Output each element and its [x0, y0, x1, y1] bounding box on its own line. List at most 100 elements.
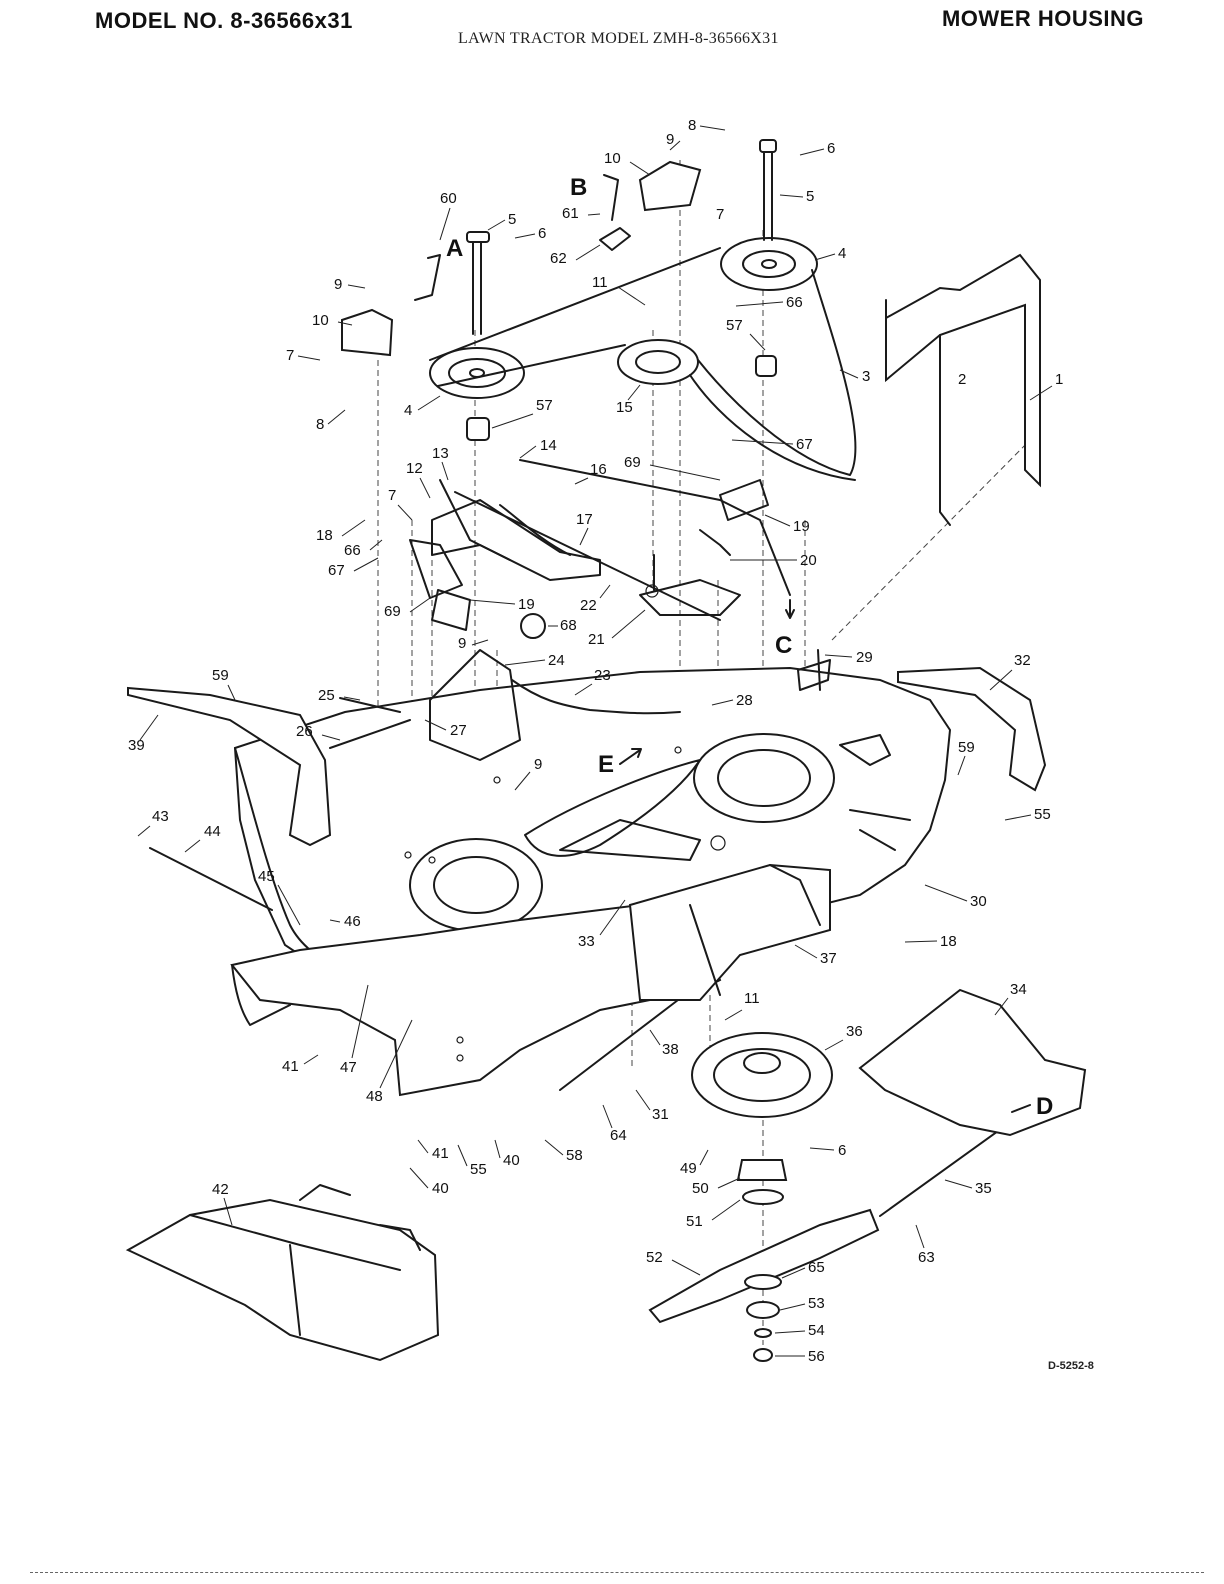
callout-66b: 66	[344, 539, 383, 559]
svg-text:66: 66	[344, 542, 361, 559]
part-callouts: 1 2 3 4 4 5 5 6 6 6 7 7 7 8 8 9 9 9 9 10…	[128, 117, 1063, 1365]
svg-text:55: 55	[470, 1161, 487, 1178]
svg-text:18: 18	[316, 527, 333, 544]
svg-text:41: 41	[282, 1058, 299, 1075]
ref-letter-a: A	[446, 235, 463, 262]
callout-18b: 18	[904, 933, 957, 950]
svg-text:20: 20	[800, 552, 817, 569]
callout-25: 25	[318, 687, 361, 704]
callout-55b: 55	[457, 1144, 487, 1178]
svg-text:42: 42	[212, 1181, 229, 1198]
callout-31: 31	[635, 1089, 669, 1123]
callout-57a: 57	[726, 317, 766, 351]
svg-text:65: 65	[808, 1259, 825, 1276]
discharge-chute	[125, 1184, 440, 1362]
svg-text:58: 58	[566, 1147, 583, 1164]
callout-34: 34	[994, 981, 1027, 1016]
svg-text:40: 40	[432, 1180, 449, 1197]
pivot-pins-and-brackets	[341, 160, 831, 691]
svg-text:29: 29	[856, 649, 873, 666]
svg-text:55: 55	[1034, 806, 1051, 823]
callout-26: 26	[296, 723, 341, 741]
callout-19a: 19	[764, 514, 810, 535]
callout-11a: 11	[592, 274, 646, 306]
callout-52: 52	[646, 1249, 701, 1276]
reference-letters: A B C D E	[446, 174, 1053, 1120]
svg-text:11: 11	[592, 274, 608, 291]
callout-57b: 57	[491, 397, 553, 429]
svg-text:7: 7	[286, 347, 294, 364]
svg-text:31: 31	[652, 1106, 669, 1123]
callout-68: 68	[548, 617, 577, 634]
callout-40b: 40	[409, 1167, 449, 1197]
svg-text:4: 4	[404, 402, 412, 419]
svg-text:39: 39	[128, 737, 145, 754]
svg-text:15: 15	[616, 399, 633, 416]
callout-20: 20	[730, 552, 817, 569]
svg-text:68: 68	[560, 617, 577, 634]
svg-text:48: 48	[366, 1088, 383, 1105]
callout-40a: 40	[494, 1139, 520, 1169]
svg-text:46: 46	[344, 913, 361, 930]
callout-47: 47	[340, 984, 369, 1076]
callout-24: 24	[504, 652, 565, 669]
svg-text:34: 34	[1010, 981, 1027, 998]
callout-49: 49	[680, 1149, 709, 1177]
idler-and-linkage	[329, 459, 791, 761]
svg-text:19: 19	[518, 596, 535, 613]
svg-text:56: 56	[808, 1348, 825, 1365]
svg-text:5: 5	[806, 188, 814, 205]
callout-19b: 19	[469, 596, 535, 613]
svg-text:67: 67	[328, 562, 345, 579]
callout-9c: 9	[458, 635, 489, 652]
callout-53: 53	[779, 1295, 825, 1312]
callout-21: 21	[588, 609, 646, 648]
diagram-code: D-5252-8	[1048, 1360, 1094, 1372]
callout-67b: 67	[328, 557, 379, 579]
callout-10b: 10	[312, 312, 353, 329]
svg-text:22: 22	[580, 597, 597, 614]
callout-29: 29	[824, 649, 873, 666]
svg-text:9: 9	[334, 276, 342, 293]
svg-text:30: 30	[970, 893, 987, 910]
callout-9d: 9	[514, 756, 542, 791]
svg-text:32: 32	[1014, 652, 1031, 669]
callout-33: 33	[578, 899, 626, 950]
svg-text:24: 24	[548, 652, 565, 669]
callout-5b: 5	[779, 188, 814, 205]
callout-38: 38	[649, 1029, 679, 1058]
svg-text:33: 33	[578, 933, 595, 950]
callout-6c: 6	[809, 1142, 846, 1159]
callout-18a: 18	[316, 519, 366, 544]
callout-5a: 5	[487, 211, 516, 231]
callout-7b: 7	[286, 347, 321, 364]
svg-text:45: 45	[258, 868, 275, 885]
front-mount-bracket	[628, 863, 831, 1001]
svg-text:10: 10	[604, 150, 621, 167]
svg-text:14: 14	[540, 437, 557, 454]
callout-8b: 8	[316, 409, 346, 433]
callout-17: 17	[576, 511, 593, 546]
callout-39: 39	[128, 714, 159, 754]
callout-22: 22	[580, 584, 611, 614]
svg-text:41: 41	[432, 1145, 449, 1162]
belt-guards	[885, 253, 1041, 526]
callout-2: 2	[958, 371, 966, 388]
svg-text:59: 59	[212, 667, 229, 684]
callout-3: 3	[839, 368, 870, 385]
tractor-model-subtitle: LAWN TRACTOR MODEL ZMH-8-36566X31	[458, 30, 779, 47]
callout-46: 46	[329, 913, 361, 930]
svg-text:9: 9	[458, 635, 466, 652]
callout-23: 23	[574, 667, 611, 696]
svg-text:8: 8	[316, 416, 324, 433]
callout-7c: 7	[388, 487, 413, 521]
callout-11b: 11	[724, 990, 760, 1021]
callout-50: 50	[692, 1177, 741, 1197]
svg-text:6: 6	[827, 140, 835, 157]
svg-text:61: 61	[562, 205, 579, 222]
svg-text:36: 36	[846, 1023, 863, 1040]
side-brackets	[127, 666, 1047, 847]
svg-text:10: 10	[312, 312, 329, 329]
callout-9a: 9	[666, 131, 681, 151]
svg-text:49: 49	[680, 1160, 697, 1177]
